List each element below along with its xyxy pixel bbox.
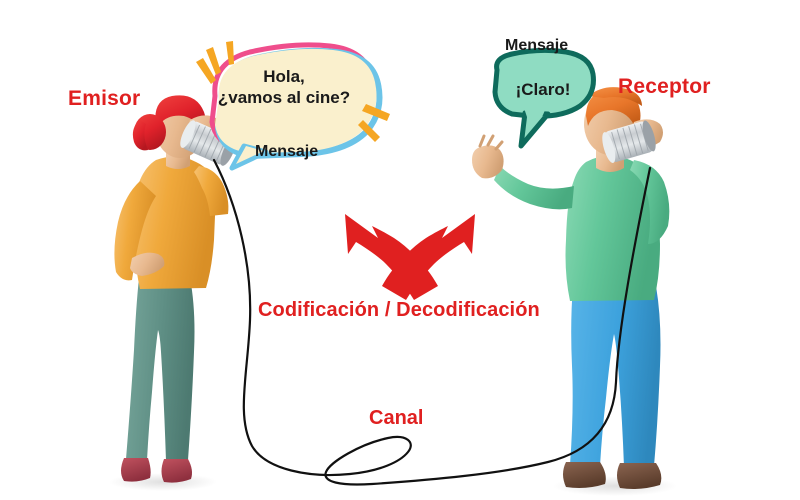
label-mensaje-left: Mensaje (255, 143, 319, 160)
bubble-right-tail (518, 110, 551, 149)
label-emisor: Emisor (68, 87, 141, 110)
receiver-fingers (478, 134, 504, 151)
speech-bubble-right (492, 47, 596, 149)
receiver-pants (570, 286, 661, 467)
receiver-tin-can (602, 120, 656, 163)
sender-hand-bent (130, 252, 165, 276)
receiver-hair-swoosh (588, 87, 642, 106)
speech-bubble-left (196, 41, 390, 171)
bubble-left-tail-fill (236, 146, 264, 164)
receiver-open-hand (472, 145, 504, 179)
bubble-left-fill (215, 48, 377, 153)
label-codificacion-decodificacion: Codificación / Decodificación (258, 299, 540, 321)
sender-shoe-right (161, 459, 192, 483)
bubble-right-fill (492, 47, 596, 119)
figure-receiver (472, 87, 670, 489)
receiver-hair (586, 89, 641, 130)
sender-arm-raised (194, 166, 229, 216)
label-receptor: Receptor (618, 75, 711, 98)
receiver-sweater (565, 155, 660, 301)
channel-string-path (212, 158, 652, 486)
sender-shoe-left (121, 458, 151, 482)
speech-bubble-right-text: ¡Claro! (515, 80, 571, 99)
receiver-shoe-right (617, 463, 662, 489)
bubble-left-rays-right (358, 104, 390, 142)
arrows-crossing (345, 214, 475, 300)
speech-bubble-left-text: Hola, ¿vamos al cine? (217, 67, 351, 107)
sender-hair-tail (132, 120, 148, 151)
receiver-shoe-left (563, 462, 606, 488)
receiver-arm-extended (494, 166, 574, 210)
label-mensaje-right: Mensaje (505, 37, 569, 54)
sender-arm-bent (114, 181, 156, 281)
sender-pants (126, 278, 195, 461)
figure-sender (114, 95, 236, 483)
receiver-arm-raised (630, 160, 670, 244)
bubble-right-tail-patch (524, 108, 546, 117)
sender-hair (155, 95, 206, 134)
label-canal: Canal (369, 407, 424, 429)
channel-string (212, 158, 652, 486)
bubble-left-rays-left (196, 41, 234, 84)
arrow-up-right (382, 214, 475, 300)
